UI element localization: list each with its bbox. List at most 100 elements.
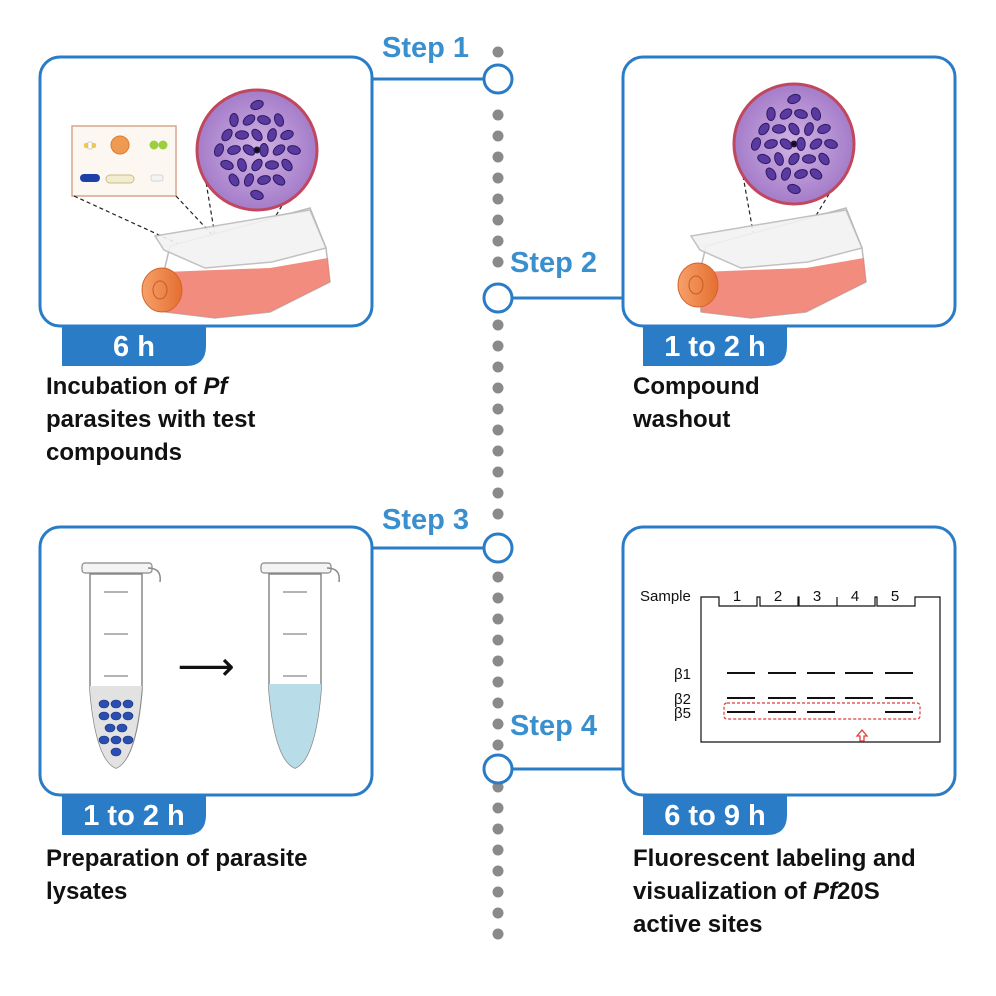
timeline-dot	[492, 130, 504, 142]
parasite-cell	[804, 122, 814, 136]
parasite-cell	[787, 93, 801, 105]
lane-label: 1	[733, 588, 741, 605]
timeline-dot	[492, 865, 504, 877]
timeline-dot	[492, 445, 504, 457]
band-label: β2	[674, 691, 691, 708]
parasite-cell	[765, 167, 777, 181]
parasite-cell	[787, 183, 801, 195]
timeline-dot	[492, 151, 504, 163]
duration-tab-step-4: 6 to 9 h	[643, 794, 787, 835]
parasite-cell	[780, 167, 792, 181]
timeline-dot	[492, 634, 504, 646]
beta5-highlight-box	[723, 702, 921, 720]
timeline-dot	[492, 466, 504, 478]
parasite-cell	[796, 137, 806, 151]
tube-with-lysate	[260, 562, 340, 769]
parasite-cell	[237, 158, 247, 172]
parasite-cell	[757, 153, 771, 165]
timeline-dot	[492, 592, 504, 604]
parasite-cell	[98, 735, 110, 745]
parasite-cell	[251, 158, 263, 172]
timeline-dot	[492, 676, 504, 688]
timeline-dot	[492, 697, 504, 709]
timeline-dot	[492, 571, 504, 583]
parasite-cell	[273, 113, 285, 127]
parasite-magnified-view-1	[195, 88, 319, 212]
parasite-cell	[242, 114, 256, 126]
parasite-cell	[259, 143, 269, 157]
timeline-dot	[492, 109, 504, 121]
compound-particle	[790, 140, 798, 148]
parasite-cell	[779, 138, 793, 150]
parasite-cell	[242, 144, 256, 156]
timeline-dot	[492, 907, 504, 919]
timeline-dot	[492, 382, 504, 394]
parasite-magnified-view-2	[732, 82, 856, 206]
band-label: β1	[674, 666, 691, 683]
parasite-cell	[110, 711, 122, 721]
parasite-cell	[265, 160, 279, 170]
parasite-cell	[794, 109, 808, 119]
step-4-label: Step 4	[510, 710, 597, 742]
duration-tab-step-1: 6 h	[62, 325, 206, 366]
compound-particle	[253, 146, 261, 154]
parasite-cell	[213, 143, 225, 157]
flask-1	[141, 207, 331, 319]
timeline	[492, 46, 504, 940]
parasite-cell	[818, 152, 830, 166]
parasite-cell	[774, 152, 784, 166]
parasite-cell	[122, 735, 134, 745]
timeline-dot	[492, 403, 504, 415]
transform-arrow-icon: ⟶	[177, 644, 234, 690]
timeline-dot	[492, 823, 504, 835]
connector-step-4	[482, 753, 623, 785]
lane-label: 3	[813, 588, 821, 605]
parasite-cell	[817, 123, 831, 135]
parasite-cell	[267, 128, 277, 142]
svg-text:1 to 2 h: 1 to 2 h	[83, 800, 185, 832]
timeline-dot	[492, 802, 504, 814]
parasite-cell	[809, 168, 823, 180]
band-label: β5	[674, 705, 691, 722]
parasite-cell	[788, 152, 800, 166]
parasite-cell	[220, 159, 234, 171]
parasite-cell	[779, 108, 793, 120]
parasite-cell	[104, 723, 116, 733]
parasite-cell	[802, 154, 816, 164]
timeline-dot	[492, 613, 504, 625]
parasite-cell	[228, 173, 240, 187]
timeline-dot	[492, 361, 504, 373]
timeline-dot	[492, 319, 504, 331]
parasite-cell	[110, 735, 122, 745]
parasite-cell	[766, 107, 776, 121]
parasite-cell	[122, 711, 134, 721]
gel-sample-label: Sample	[640, 588, 691, 605]
parasite-cell	[98, 711, 110, 721]
parasite-cell	[250, 189, 264, 201]
timeline-dot	[492, 655, 504, 667]
parasite-cell	[810, 107, 822, 121]
timeline-node-4	[482, 753, 514, 785]
timeline-dot	[492, 340, 504, 352]
step-1-label: Step 1	[382, 32, 469, 64]
parasite-cell	[235, 130, 249, 140]
timeline-dot	[492, 487, 504, 499]
parasite-cell	[116, 723, 128, 733]
flask-2	[677, 207, 867, 319]
parasite-cell	[221, 128, 233, 142]
parasite-cell	[229, 113, 239, 127]
tablet-icon	[110, 135, 130, 155]
connector-step-2	[482, 282, 623, 314]
parasite-cell	[250, 99, 264, 111]
parasite-cell	[272, 144, 286, 156]
duration-tab-step-2: 1 to 2 h	[643, 325, 787, 366]
parasite-cell	[809, 138, 823, 150]
timeline-dot	[492, 46, 504, 58]
parasite-cell	[227, 145, 241, 155]
parasite-cell	[788, 122, 800, 136]
connector-step-3	[372, 532, 514, 564]
timeline-dot	[492, 844, 504, 856]
step-2-label: Step 2	[510, 247, 597, 279]
